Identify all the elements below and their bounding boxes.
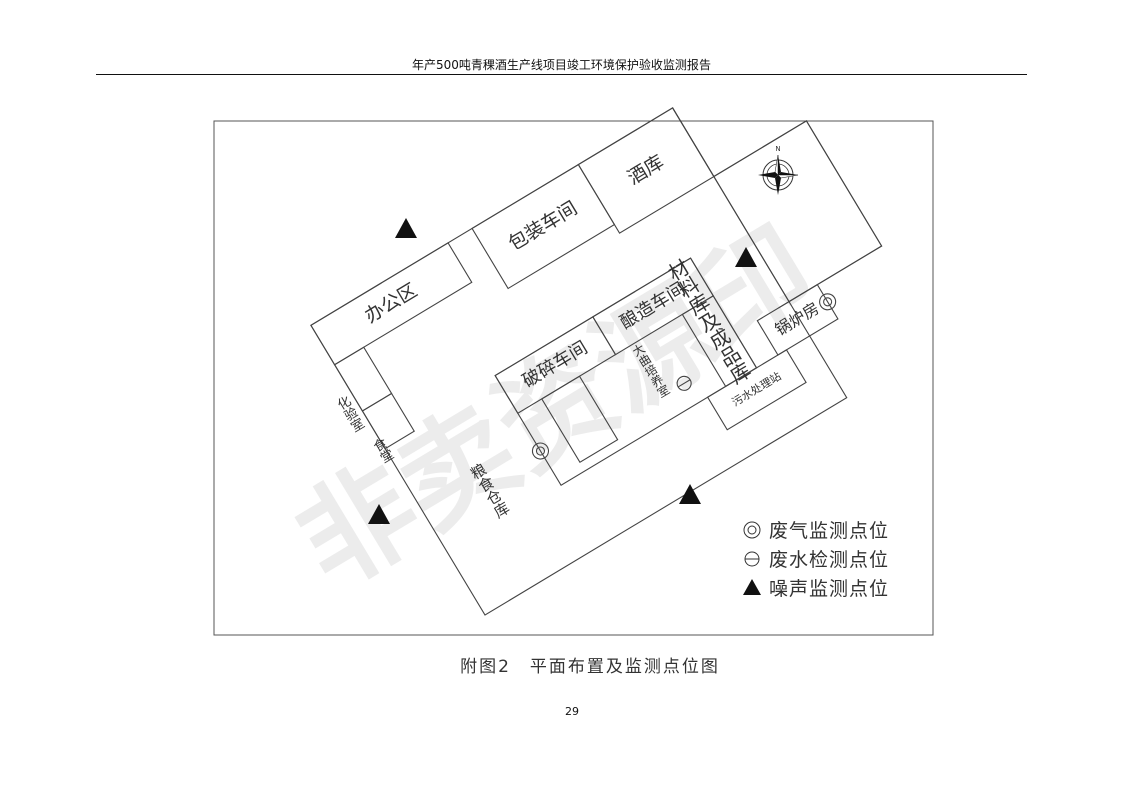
legend-noise-label: 噪声监测点位 xyxy=(769,578,889,600)
room-material-storage xyxy=(713,120,883,303)
figure-frame xyxy=(213,120,934,636)
noise-point xyxy=(679,484,701,504)
legend-noise: 噪声监测点位 xyxy=(743,578,889,600)
header-rule xyxy=(96,74,1027,75)
room-grain xyxy=(541,375,619,464)
noise-icon xyxy=(743,579,761,595)
legend-waste-water: 废水检测点位 xyxy=(744,549,889,571)
page-header: 年产500吨青稞酒生产线项目竣工环境保护验收监测报告 xyxy=(412,58,711,72)
noise-point xyxy=(368,504,390,524)
compass-north-label: N xyxy=(775,145,780,153)
label-office: 办公区 xyxy=(361,279,421,327)
label-packaging: 包装车间 xyxy=(505,197,581,255)
legend-waste-water-label: 废水检测点位 xyxy=(769,549,889,571)
compass-icon: N xyxy=(758,145,799,195)
figure-caption: 附图2 平面布置及监测点位图 xyxy=(460,657,720,677)
legend: 废气监测点位 废水检测点位 噪声监测点位 xyxy=(743,520,889,600)
room-canteen xyxy=(361,392,415,450)
legend-waste-gas-label: 废气监测点位 xyxy=(769,520,889,542)
noise-point xyxy=(735,247,757,267)
waste-gas-icon xyxy=(743,521,761,539)
legend-waste-gas: 废气监测点位 xyxy=(743,520,889,542)
waste-gas-point xyxy=(531,442,550,460)
noise-point xyxy=(395,218,417,238)
room-boiler xyxy=(756,283,839,356)
waste-gas-point xyxy=(819,293,837,311)
label-lab: 化验室 xyxy=(333,394,367,436)
page-number: 29 xyxy=(565,705,579,718)
brewing-outline xyxy=(494,257,758,487)
label-wine-storage: 酒库 xyxy=(624,151,668,189)
room-wine-storage xyxy=(577,107,715,234)
room-office xyxy=(310,242,473,366)
waste-water-point xyxy=(676,375,692,391)
